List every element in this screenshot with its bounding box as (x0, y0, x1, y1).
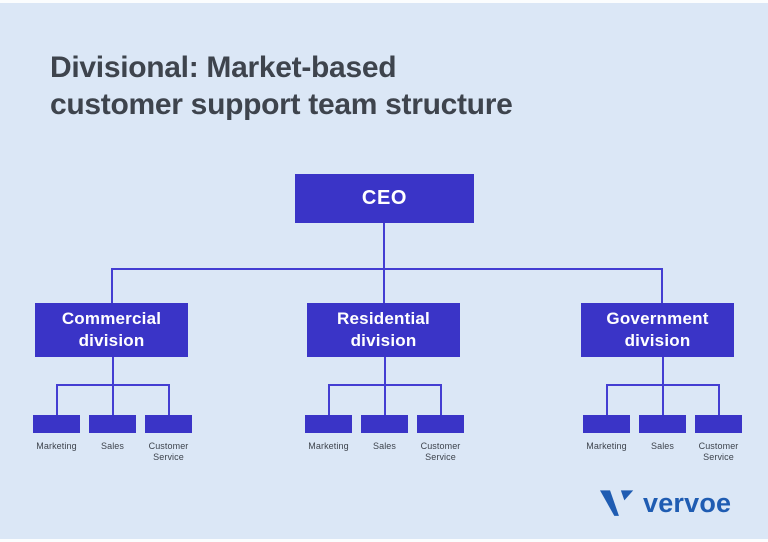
vervoe-v-icon (600, 489, 634, 517)
residential-division-label-line-1: Residential (337, 309, 430, 328)
connector-drop-government (661, 268, 663, 303)
page-title-line-2: customer support team structure (50, 88, 513, 121)
team-label-residential-marketing: Marketing (308, 441, 349, 451)
connector-residential-children-horizontal (327, 384, 442, 386)
connector-commercial-marketing-drop (55, 384, 58, 415)
org-node-commercial-marketing (33, 415, 80, 433)
subtree-government: Marketing Sales Customer Service (583, 357, 742, 467)
commercial-division-label-line-2: division (78, 331, 145, 350)
team-label-government-customer-service: Customer Service (698, 441, 739, 462)
team-label-commercial-sales: Sales (100, 441, 124, 451)
connector-commercial-children-horizontal (55, 384, 170, 386)
government-division-label-line-2: division (624, 331, 691, 350)
team-label-government-sales: Sales (650, 441, 674, 451)
connector-commercial-stem (111, 357, 114, 415)
connector-residential-stem (383, 357, 386, 415)
subtree-commercial: Marketing Sales Customer Service (33, 357, 192, 467)
org-node-residential-division: Residential division (307, 303, 460, 357)
ceo-label: CEO (361, 187, 408, 209)
connector-government-marketing-drop (605, 384, 608, 415)
org-node-government-sales (639, 415, 686, 433)
vervoe-logo: vervoe (600, 487, 731, 519)
team-label-commercial-customer-service: Customer Service (148, 441, 189, 462)
team-label-government-marketing: Marketing (586, 441, 627, 451)
connector-residential-customer-service-drop (439, 384, 442, 415)
page-title-line-1: Divisional: Market-based (50, 51, 397, 84)
org-node-commercial-division: Commercial division (35, 303, 188, 357)
org-node-residential-marketing (305, 415, 352, 433)
connector-commercial-customer-service-drop (167, 384, 170, 415)
connector-drop-commercial (111, 268, 113, 303)
connector-residential-marketing-drop (327, 384, 330, 415)
org-node-government-customer-service (695, 415, 742, 433)
team-label-residential-sales: Sales (372, 441, 396, 451)
org-node-residential-sales (361, 415, 408, 433)
connector-drop-residential (383, 268, 385, 303)
page-title: Divisional: Market-based customer suppor… (50, 49, 513, 123)
connector-government-children-horizontal (605, 384, 720, 386)
connector-government-stem (661, 357, 664, 415)
org-node-residential-customer-service (417, 415, 464, 433)
team-label-residential-customer-service: Customer Service (420, 441, 461, 462)
government-division-label-line-1: Government (606, 309, 709, 328)
bottom-edge-strip (0, 539, 768, 542)
org-node-government-division: Government division (581, 303, 734, 357)
commercial-division-label-line-1: Commercial (61, 309, 162, 328)
vervoe-wordmark: vervoe (643, 488, 732, 518)
connector-main-horizontal (111, 268, 663, 270)
connector-government-customer-service-drop (717, 384, 720, 415)
subtree-residential: Marketing Sales Customer Service (305, 357, 464, 467)
org-node-ceo: CEO (295, 174, 474, 223)
top-edge-strip (0, 0, 768, 3)
team-label-commercial-marketing: Marketing (36, 441, 77, 451)
org-node-commercial-sales (89, 415, 136, 433)
connector-ceo-stem (383, 223, 385, 268)
org-node-commercial-customer-service (145, 415, 192, 433)
org-node-government-marketing (583, 415, 630, 433)
residential-division-label-line-2: division (350, 331, 417, 350)
